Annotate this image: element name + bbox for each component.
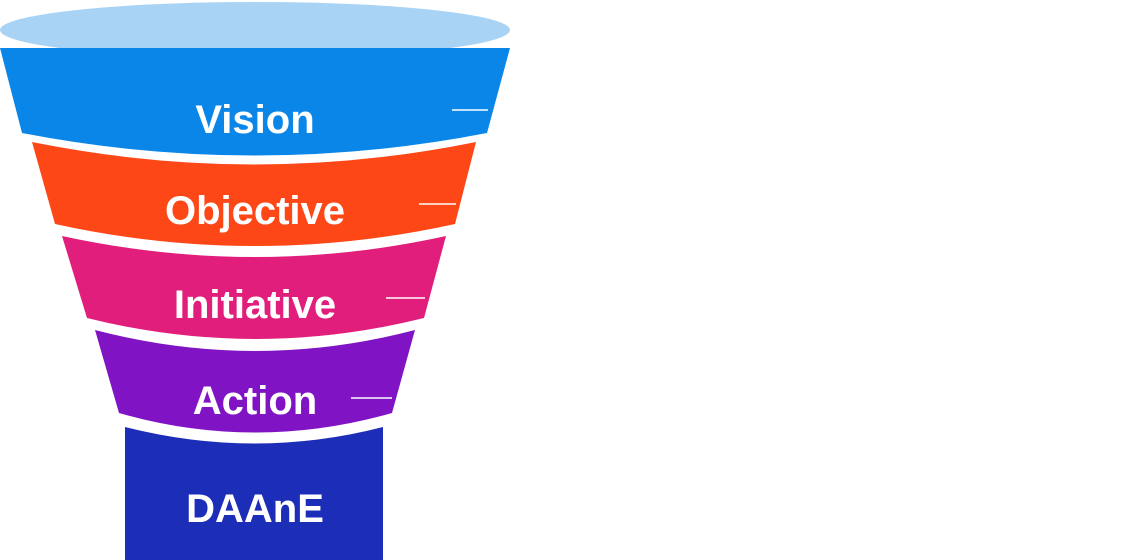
funnel-band-action	[95, 330, 415, 433]
funnel-spout	[125, 427, 383, 560]
funnel-band-vision	[0, 48, 510, 156]
funnel-stage-objective: Objective	[32, 142, 476, 246]
stage-label-action: Action	[193, 379, 317, 423]
funnel-top-rim	[0, 2, 510, 58]
stage-label-initiative: Initiative	[174, 283, 336, 327]
stage-label-objective: Objective	[165, 189, 345, 233]
funnel-band-objective	[32, 142, 476, 246]
funnel-stage-initiative: Initiative	[62, 236, 446, 339]
spout-label-daane: DAAnE	[186, 487, 324, 531]
funnel-band-initiative	[62, 236, 446, 339]
funnel-stage-action: Action	[95, 330, 415, 433]
funnel-spout-daane: DAAnE	[125, 427, 383, 560]
stage-label-vision: Vision	[195, 98, 314, 142]
funnel-stage-vision: Vision	[0, 48, 510, 156]
